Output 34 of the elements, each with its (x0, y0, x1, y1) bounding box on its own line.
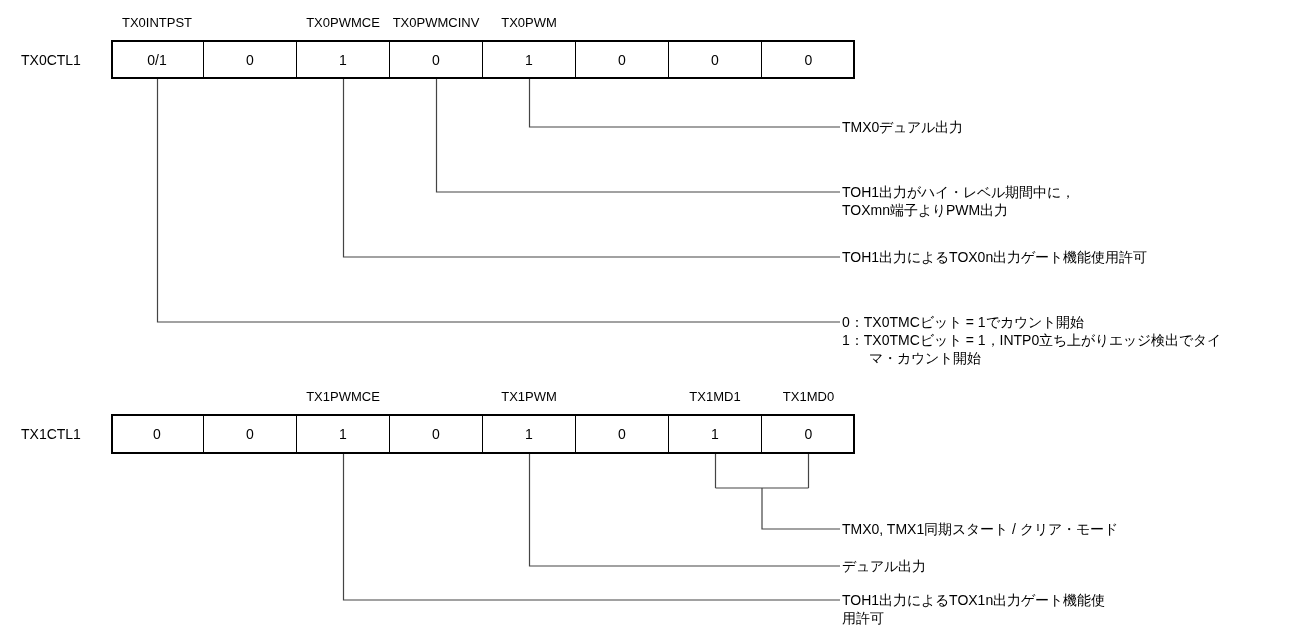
bit-value: 0 (246, 51, 254, 68)
register-name: TX0CTL1 (21, 51, 81, 68)
bit-value: 0 (246, 426, 254, 442)
bit-description: TMX0, TMX1同期スタート / クリア・モード (842, 520, 1118, 538)
bit-description: TOH1出力によるTOX0n出力ゲート機能使用許可 (842, 248, 1148, 266)
bit-value: 0 (711, 51, 719, 68)
bit-value: 0 (153, 426, 161, 442)
bit-description: 0：TX0TMCビット = 1でカウント開始 (842, 313, 1085, 331)
bit-name: TX0PWMCINV (392, 15, 480, 30)
bit-value: 0/1 (147, 51, 167, 68)
bit-value: 1 (339, 51, 347, 68)
bit-value: 1 (525, 426, 533, 442)
register-name: TX1CTL1 (21, 426, 81, 442)
bit-value: 0 (804, 51, 813, 68)
bit-description: TOH1出力によるTOX1n出力ゲート機能使用許可 (842, 591, 1107, 627)
bit-description: 1：TX0TMCビット = 1，INTP0立ち上がりエッジ検出でタイマ・カウント開始 (842, 331, 1223, 367)
bit-name: TX1MD1 (689, 389, 741, 404)
bit-value: 1 (525, 51, 533, 68)
bit-value: 0 (804, 426, 813, 442)
bit-value: 0 (618, 51, 626, 68)
bit-value: 0 (432, 51, 440, 68)
bit-value: 1 (711, 426, 719, 442)
bit-description: デュアル出力 (842, 557, 926, 575)
bit-value: 1 (339, 426, 347, 442)
bit-description: TMX0デュアル出力 (842, 118, 964, 136)
bit-description: TOH1出力がハイ・レベル期間中に，TOXmn端子よりPWM出力 (842, 183, 1077, 219)
bit-name: TX0PWMCE (306, 15, 380, 30)
bit-name: TX0PWM (501, 15, 557, 30)
bit-value: 0 (432, 426, 440, 442)
bit-name: TX0INTPST (121, 15, 193, 30)
bit-name: TX1MD0 (782, 389, 835, 404)
bit-name: TX1PWM (501, 389, 557, 404)
bit-name: TX1PWMCE (306, 389, 380, 404)
bit-value: 0 (618, 426, 626, 442)
